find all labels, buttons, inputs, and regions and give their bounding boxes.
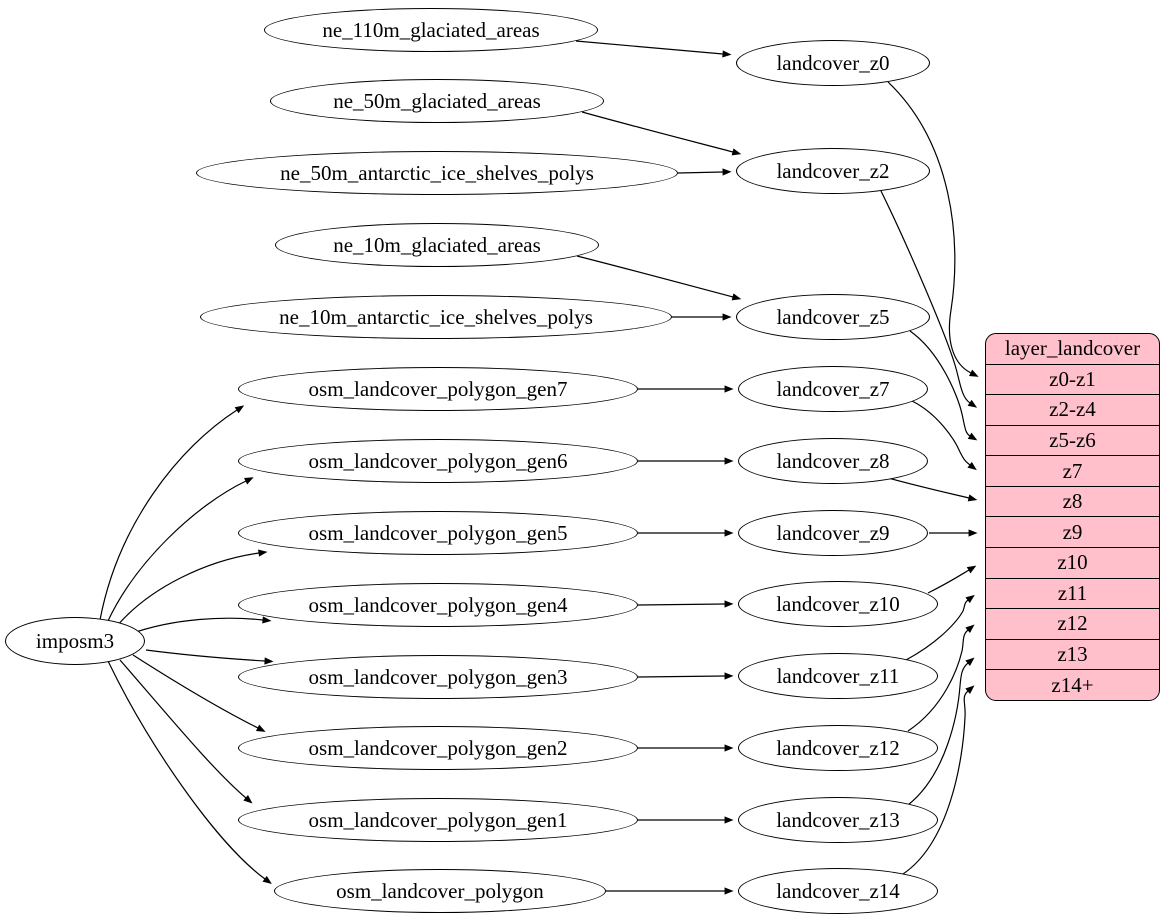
- edge-ne-50m-glaciated-areas-to-landcover-z2: [581, 111, 742, 156]
- edge-imposm3-to-osm-landcover-polygon-gen1: [119, 659, 253, 804]
- record-row-z7: z7: [986, 455, 1159, 486]
- edge-landcover-z13-to-row-z13: [907, 657, 975, 806]
- edge-osm-landcover-polygon-gen3-to-landcover-z11: [637, 672, 734, 680]
- node-ne-110m-glaciated-areas: ne_110m_glaciated_areas: [264, 8, 598, 52]
- edge-landcover-z14-to-row-z14plus: [902, 685, 975, 875]
- record-row-z12: z12: [986, 608, 1159, 639]
- edge-imposm3-to-osm-landcover-polygon-gen2: [132, 654, 266, 732]
- node-ne-50m-glaciated-areas: ne_50m_glaciated_areas: [270, 79, 604, 123]
- edge-landcover-z12-to-row-z12: [907, 624, 975, 732]
- record-row-z11: z11: [986, 577, 1159, 609]
- record-row-z9: z9: [986, 516, 1159, 547]
- record-row-z2-z4: z2-z4: [986, 394, 1159, 425]
- node-osm-landcover-polygon-gen7: osm_landcover_polygon_gen7: [238, 367, 638, 411]
- node-ne-10m-antarctic-ice-shelves-polys: ne_10m_antarctic_ice_shelves_polys: [200, 295, 672, 339]
- node-ne-50m-antarctic-ice-shelves-polys: ne_50m_antarctic_ice_shelves_polys: [196, 151, 678, 195]
- node-landcover-z8: landcover_z8: [738, 438, 928, 484]
- edge-landcover-z11-to-row-z11: [905, 594, 975, 661]
- record-row-z13: z13: [986, 638, 1159, 670]
- record-row-z0-z1: z0-z1: [986, 363, 1159, 395]
- record-row-z10: z10: [986, 547, 1159, 578]
- edge-imposm3-to-osm-landcover-polygon-gen7: [99, 405, 245, 621]
- edge-landcover-z10-to-row-z10: [927, 565, 977, 594]
- node-osm-landcover-polygon-gen3: osm_landcover_polygon_gen3: [238, 655, 638, 699]
- node-landcover-z9: landcover_z9: [738, 510, 928, 556]
- node-osm-landcover-polygon-gen4: osm_landcover_polygon_gen4: [238, 583, 638, 627]
- record-row-z5-z6: z5-z6: [986, 424, 1159, 456]
- node-ne-10m-glaciated-areas: ne_10m_glaciated_areas: [275, 223, 599, 267]
- edge-imposm3-to-osm-landcover-polygon-gen3: [145, 649, 274, 665]
- edge-imposm3-to-osm-landcover-polygon: [107, 660, 272, 885]
- edge-landcover-z0-to-row-z0-z1: [887, 81, 979, 377]
- node-landcover-z11: landcover_z11: [738, 653, 938, 699]
- node-imposm3: imposm3: [5, 617, 145, 665]
- edge-osm-landcover-polygon-gen4-to-landcover-z10: [637, 600, 734, 608]
- node-landcover-z7: landcover_z7: [738, 366, 928, 412]
- edge-imposm3-to-osm-landcover-polygon-gen6: [106, 477, 254, 624]
- node-landcover-z0: landcover_z0: [736, 40, 930, 86]
- edge-ne-10m-glaciated-areas-to-landcover-z5: [576, 255, 742, 301]
- record-title: layer_landcover: [1004, 336, 1141, 361]
- node-osm-landcover-polygon-gen5: osm_landcover_polygon_gen5: [238, 511, 638, 555]
- edge-imposm3-to-osm-landcover-polygon-gen5: [115, 549, 268, 628]
- node-landcover-z5: landcover_z5: [736, 294, 930, 340]
- node-landcover-z12: landcover_z12: [738, 725, 938, 771]
- node-landcover-z14: landcover_z14: [738, 868, 938, 914]
- record-row-z8: z8: [986, 485, 1159, 517]
- edge-landcover-z7-to-row-z7: [911, 400, 977, 471]
- node-landcover-z13: landcover_z13: [738, 797, 938, 843]
- edge-landcover-z2-to-row-z2-z4: [880, 190, 978, 408]
- record-layer-landcover: layer_landcover z0-z1 z2-z4 z5-z6 z7 z8 …: [985, 333, 1160, 701]
- node-landcover-z10: landcover_z10: [738, 581, 938, 627]
- node-osm-landcover-polygon: osm_landcover_polygon: [274, 869, 606, 913]
- node-osm-landcover-polygon-gen1: osm_landcover_polygon_gen1: [238, 798, 638, 842]
- record-row-z14plus: z14+: [986, 669, 1159, 700]
- edge-ne-110m-glaciated-areas-to-landcover-z0: [575, 40, 732, 58]
- edge-landcover-z8-to-row-z8: [887, 477, 978, 502]
- edge-ne-50m-antarctic-ice-shelves-polys-to-landcover-z2: [677, 168, 732, 176]
- edge-landcover-z5-to-row-z5-z6: [909, 330, 978, 441]
- edge-imposm3-to-osm-landcover-polygon-gen4: [129, 616, 272, 635]
- node-osm-landcover-polygon-gen2: osm_landcover_polygon_gen2: [238, 726, 638, 770]
- node-landcover-z2: landcover_z2: [736, 148, 930, 194]
- node-osm-landcover-polygon-gen6: osm_landcover_polygon_gen6: [238, 439, 638, 483]
